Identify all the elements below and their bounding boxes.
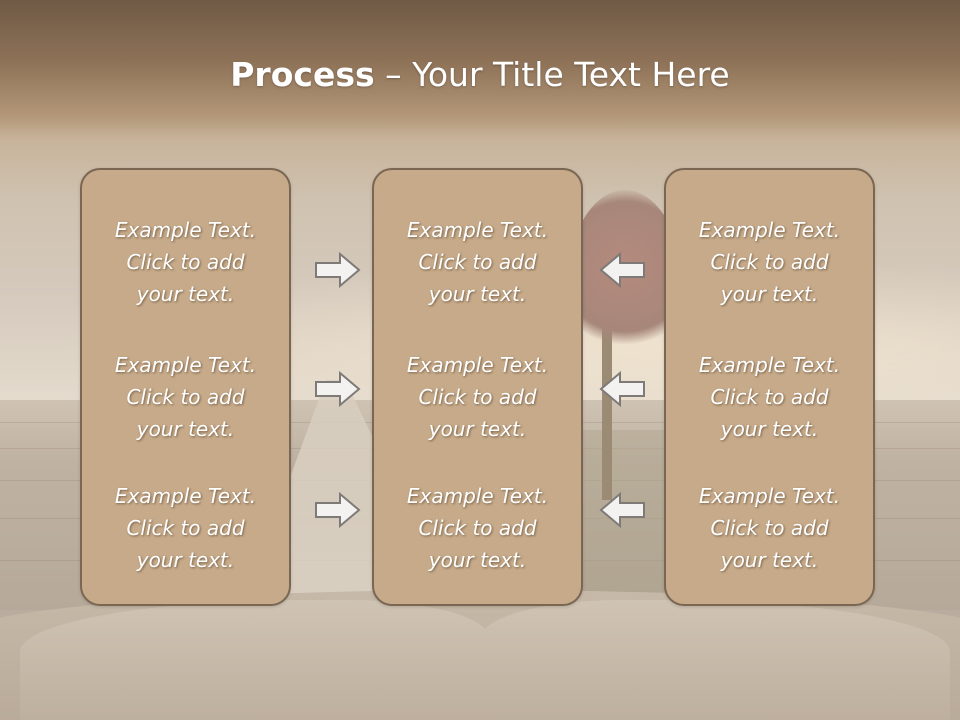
text-line: Click to add xyxy=(418,385,537,409)
text-line: Click to add xyxy=(126,385,245,409)
process-column-1[interactable]: Example Text. Click to add your text. Ex… xyxy=(80,168,291,606)
text-placeholder[interactable]: Example Text. Click to add your text. xyxy=(666,214,873,310)
right-arrow-icon[interactable] xyxy=(314,251,362,289)
text-line: Example Text. xyxy=(114,484,257,508)
text-line: your text. xyxy=(428,548,527,572)
title-bold: Process xyxy=(230,55,375,94)
text-placeholder[interactable]: Example Text. Click to add your text. xyxy=(82,214,289,310)
left-arrow-icon[interactable] xyxy=(598,491,646,529)
text-line: your text. xyxy=(136,417,235,441)
text-placeholder[interactable]: Example Text. Click to add your text. xyxy=(374,214,581,310)
left-arrow-icon[interactable] xyxy=(598,370,646,408)
text-line: your text. xyxy=(720,417,819,441)
text-line: your text. xyxy=(136,548,235,572)
book-page-left xyxy=(20,600,490,720)
tree-trunk xyxy=(602,300,612,500)
text-line: Click to add xyxy=(710,385,829,409)
text-placeholder[interactable]: Example Text. Click to add your text. xyxy=(374,480,581,576)
left-arrow-icon[interactable] xyxy=(598,251,646,289)
text-line: Click to add xyxy=(126,250,245,274)
book-page-right xyxy=(480,600,950,720)
text-line: Example Text. xyxy=(114,218,257,242)
text-line: Click to add xyxy=(126,516,245,540)
text-placeholder[interactable]: Example Text. Click to add your text. xyxy=(666,480,873,576)
slide-title[interactable]: Process – Your Title Text Here xyxy=(0,53,960,97)
right-arrow-icon[interactable] xyxy=(314,370,362,408)
text-line: Example Text. xyxy=(406,484,549,508)
text-line: your text. xyxy=(720,548,819,572)
text-line: your text. xyxy=(428,417,527,441)
text-line: your text. xyxy=(136,282,235,306)
text-placeholder[interactable]: Example Text. Click to add your text. xyxy=(666,349,873,445)
text-line: your text. xyxy=(428,282,527,306)
process-column-3[interactable]: Example Text. Click to add your text. Ex… xyxy=(664,168,875,606)
text-placeholder[interactable]: Example Text. Click to add your text. xyxy=(374,349,581,445)
text-line: Click to add xyxy=(710,516,829,540)
text-line: Example Text. xyxy=(406,218,549,242)
text-line: Click to add xyxy=(418,516,537,540)
process-column-2[interactable]: Example Text. Click to add your text. Ex… xyxy=(372,168,583,606)
text-line: your text. xyxy=(720,282,819,306)
title-rest: – Your Title Text Here xyxy=(374,55,730,94)
text-line: Click to add xyxy=(418,250,537,274)
text-line: Example Text. xyxy=(698,353,841,377)
text-line: Example Text. xyxy=(698,218,841,242)
text-line: Example Text. xyxy=(698,484,841,508)
text-line: Click to add xyxy=(710,250,829,274)
text-placeholder[interactable]: Example Text. Click to add your text. xyxy=(82,349,289,445)
text-line: Example Text. xyxy=(406,353,549,377)
text-line: Example Text. xyxy=(114,353,257,377)
right-arrow-icon[interactable] xyxy=(314,491,362,529)
text-placeholder[interactable]: Example Text. Click to add your text. xyxy=(82,480,289,576)
